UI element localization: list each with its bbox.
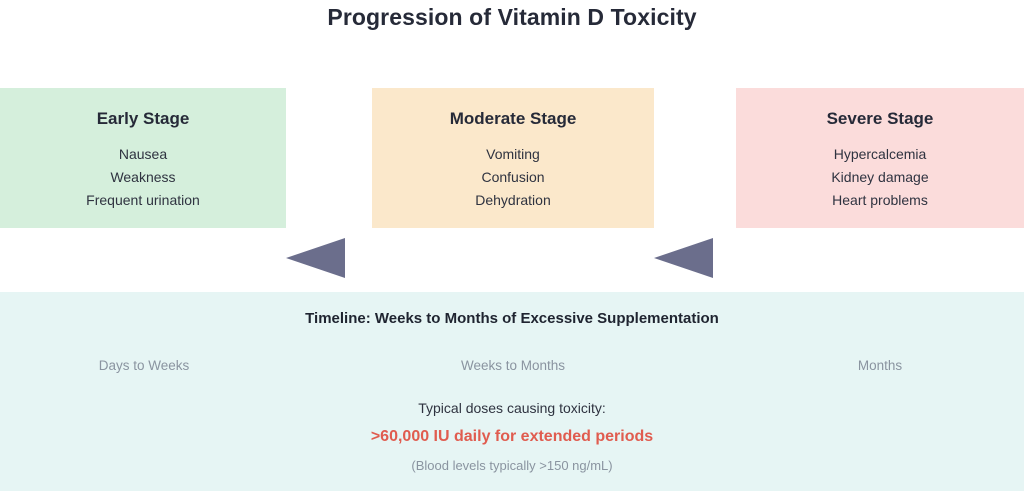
stage-card-severe: Severe Stage Hypercalcemia Kidney damage… <box>736 88 1024 228</box>
stage-symptom: Confusion <box>481 169 545 185</box>
stage-symptom: Nausea <box>118 146 168 162</box>
stage-title-early: Early Stage <box>96 109 190 128</box>
dose-value: >60,000 IU daily for extended periods <box>370 428 654 445</box>
arrow-left-icon-severe-to-moderate <box>654 238 713 278</box>
stage-symptom: Kidney damage <box>831 169 929 185</box>
stage-symptom: Heart problems <box>832 192 928 208</box>
timeline-mark-early: Days to Weeks <box>98 358 190 373</box>
stage-symptom: Vomiting <box>486 146 540 162</box>
dose-summary: Typical doses causing toxicity: >60,000 … <box>0 396 1024 477</box>
timeline-mark-severe: Months <box>857 358 903 373</box>
stage-title-severe: Severe Stage <box>826 109 934 128</box>
timeline-panel: Timeline: Weeks to Months of Excessive S… <box>0 292 1024 491</box>
dose-note: (Blood levels typically >150 ng/mL) <box>411 458 613 473</box>
stage-card-early: Early Stage Nausea Weakness Frequent uri… <box>0 88 286 228</box>
timeline-marks: Days to Weeks Weeks to Months Months <box>0 356 1024 376</box>
page-title: Progression of Vitamin D Toxicity <box>327 4 697 30</box>
stage-symptom: Hypercalcemia <box>833 146 927 162</box>
stage-progression-row: Early Stage Nausea Weakness Frequent uri… <box>0 88 1024 278</box>
stage-symptom: Weakness <box>110 169 176 185</box>
stage-card-moderate: Moderate Stage Vomiting Confusion Dehydr… <box>372 88 654 228</box>
timeline-heading: Timeline: Weeks to Months of Excessive S… <box>305 310 719 327</box>
stage-symptom: Dehydration <box>475 192 551 208</box>
arrow-left-icon-moderate-to-early <box>286 238 345 278</box>
stage-title-moderate: Moderate Stage <box>449 109 577 128</box>
timeline-mark-moderate: Weeks to Months <box>460 358 566 373</box>
dose-label: Typical doses causing toxicity: <box>418 400 606 416</box>
stage-symptom: Frequent urination <box>86 192 200 208</box>
